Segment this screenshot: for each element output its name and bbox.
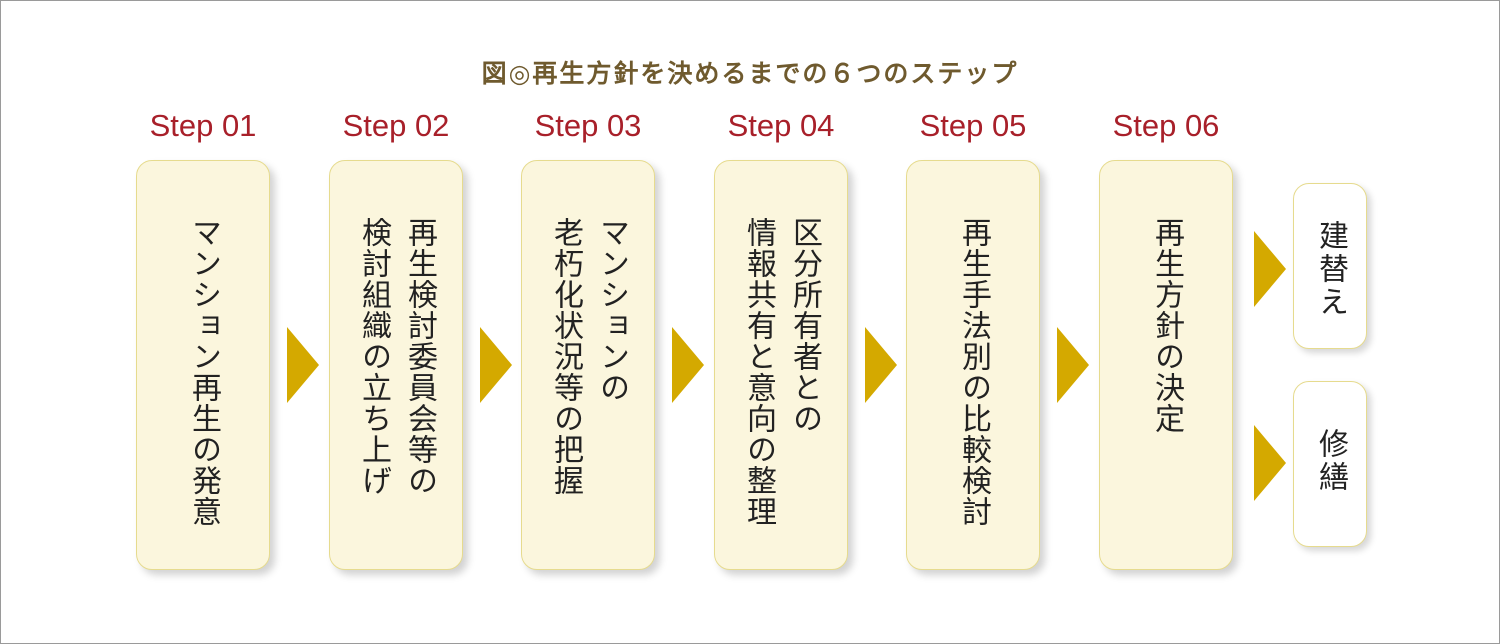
arrow-right-icon	[287, 327, 319, 403]
arrow-right-icon	[672, 327, 704, 403]
diagram-title: 図◎再生方針を決めるまでの６つのステップ	[481, 59, 1019, 88]
step-label-02: Step 02	[342, 108, 450, 143]
arrow-right-icon	[1254, 425, 1286, 501]
step-label-05: Step 05	[919, 108, 1027, 143]
step-box-01: マンション再生の発意	[136, 160, 270, 570]
step-text-04: 区分所有者との 情報共有と意向の整理	[741, 217, 822, 527]
step-label-01: Step 01	[149, 108, 257, 143]
step-box-02: 再生検討委員会等の 検討組織の立ち上げ	[329, 160, 463, 570]
outcome-box-repair: 修繕	[1293, 381, 1367, 547]
step-label-06: Step 06	[1112, 108, 1220, 143]
step-text-03: マンションの 老朽化状況等の把握	[548, 217, 629, 496]
arrow-right-icon	[1254, 231, 1286, 307]
step-box-05: 再生手法別の比較検討	[906, 160, 1040, 570]
step-box-06: 再生方針の決定	[1099, 160, 1233, 570]
step-label-03: Step 03	[534, 108, 642, 143]
step-box-04: 区分所有者との 情報共有と意向の整理	[714, 160, 848, 570]
arrow-right-icon	[1057, 327, 1089, 403]
outcome-text-rebuild: 建替え	[1313, 220, 1348, 319]
outcome-box-rebuild: 建替え	[1293, 183, 1367, 349]
step-text-02: 再生検討委員会等の 検討組織の立ち上げ	[356, 217, 437, 496]
step-box-03: マンションの 老朽化状況等の把握	[521, 160, 655, 570]
arrow-right-icon	[865, 327, 897, 403]
outcome-text-repair: 修繕	[1313, 428, 1348, 494]
step-text-01: マンション再生の発意	[186, 217, 221, 527]
step-text-05: 再生手法別の比較検討	[956, 217, 991, 527]
step-label-04: Step 04	[727, 108, 835, 143]
step-text-06: 再生方針の決定	[1149, 217, 1184, 434]
arrow-right-icon	[480, 327, 512, 403]
